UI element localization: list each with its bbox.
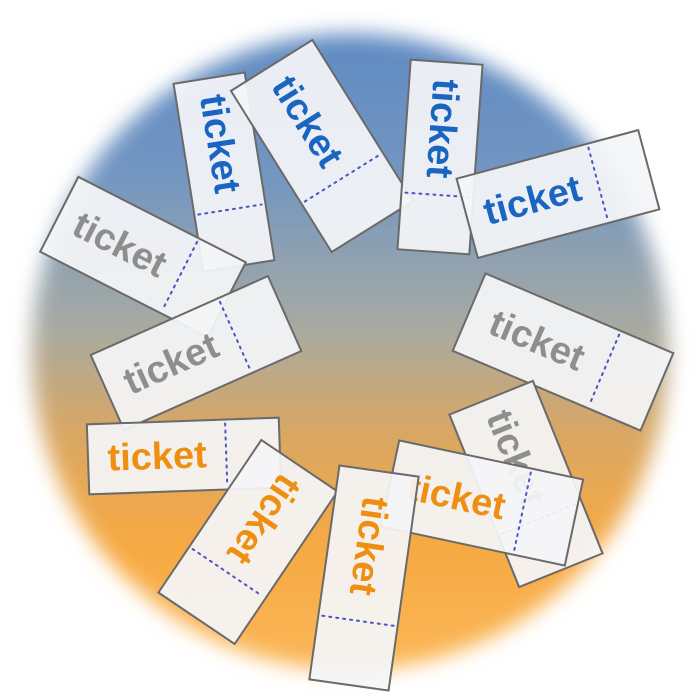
ticket-body: [229, 38, 415, 254]
ticket-perforation: [587, 146, 609, 221]
ticket-7: ticket: [451, 272, 675, 432]
ticket-perforation: [191, 548, 264, 597]
ticket-body: [396, 58, 484, 256]
ticket-body: [89, 274, 303, 432]
ticket-perforation: [303, 153, 381, 203]
ticket-perforation: [513, 471, 532, 552]
ticket-body: [157, 438, 339, 646]
ticket-body: [308, 464, 420, 692]
ticket-perforation: [588, 333, 621, 406]
ticket-11: ticket: [379, 439, 585, 567]
ticket-body: [451, 272, 675, 432]
ticket-perforation: [321, 614, 395, 627]
ticket-perforation: [161, 240, 199, 311]
ticket-5: ticket: [38, 175, 248, 339]
ticket-9: ticket: [85, 416, 283, 496]
ticket-12: ticket: [308, 464, 420, 692]
ticket-3: ticket: [396, 58, 484, 256]
ticket-2: ticket: [229, 38, 415, 254]
ticket-body: [455, 128, 661, 260]
ticket-6: ticket: [89, 274, 303, 432]
ticket-10: ticket: [157, 438, 339, 646]
ticket-1: ticket: [172, 71, 276, 273]
ticket-4: ticket: [455, 128, 661, 260]
ticket-label: ticket: [107, 434, 208, 479]
ticket-label: ticket: [418, 78, 467, 180]
ticket-perforation: [218, 300, 252, 371]
